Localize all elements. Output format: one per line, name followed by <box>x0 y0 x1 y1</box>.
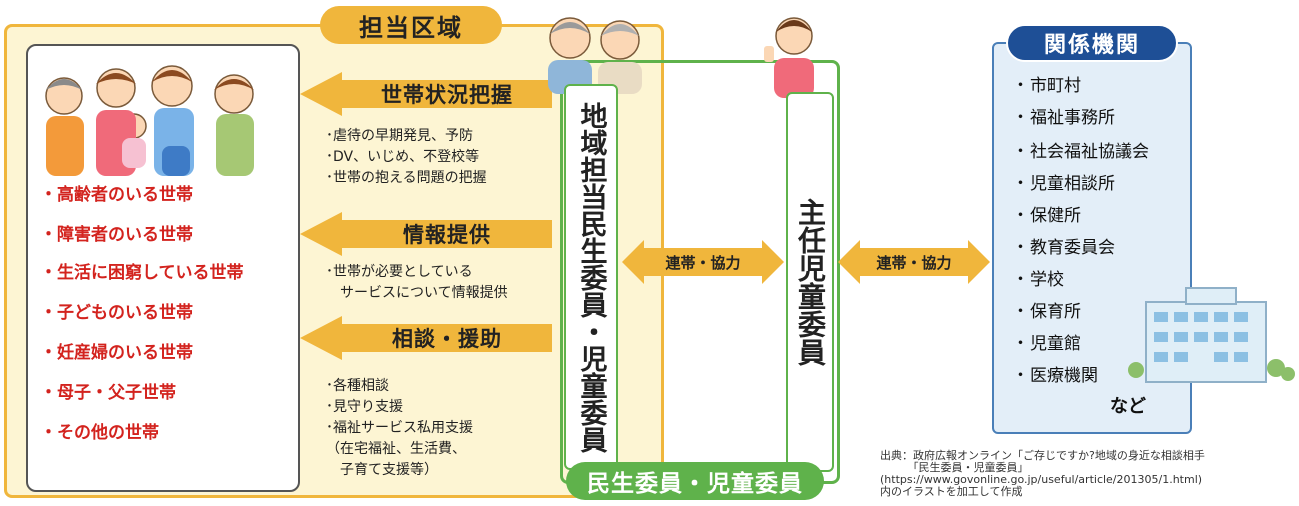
activity-label: 情報提供 <box>403 223 491 247</box>
agency-item: ・児童館 <box>1012 330 1182 358</box>
detail-line: ･DV、いじめ、不登校等 <box>326 149 480 165</box>
bullet: ・ <box>1012 76 1029 96</box>
agency-name: 児童相談所 <box>1030 174 1115 194</box>
source-line: 内のイラストを加工して作成 <box>880 485 1023 498</box>
bullet: ・ <box>1012 334 1029 354</box>
agency-item: ・児童相談所 <box>1012 170 1182 198</box>
area-label: 担当区域 <box>320 6 502 44</box>
left-arrow-icon <box>300 72 552 116</box>
bullet: ・ <box>1012 108 1029 128</box>
cooperation-label: 連帯・協力 <box>665 253 741 272</box>
agency-name: 市町村 <box>1030 76 1081 96</box>
arrow-situation: 世帯状況把握 <box>300 72 552 116</box>
household-item: ・その他の世帯 <box>40 423 159 443</box>
bullet: ・ <box>1012 366 1029 386</box>
agency-name: 児童館 <box>1030 334 1081 354</box>
source-line: 「民生委員・児童委員」 <box>880 461 1029 474</box>
agency-item: ・学校 <box>1012 266 1182 294</box>
household-item: ・高齢者のいる世帯 <box>40 185 193 205</box>
agency-item: ・福祉事務所 <box>1012 104 1182 132</box>
local-commissioner-label: 地域担当民生委員・児童委員 <box>575 101 607 453</box>
household-item: ・妊産婦のいる世帯 <box>40 343 193 363</box>
elderly-volunteers-illustration <box>548 17 642 94</box>
household-item: ・子どものいる世帯 <box>40 303 193 323</box>
agency-name: 保育所 <box>1030 302 1081 322</box>
bullet: ・ <box>1012 270 1029 290</box>
bullet: ・ <box>1012 142 1029 162</box>
left-arrow-icon <box>300 212 552 256</box>
cooperation-label: 連帯・協力 <box>876 253 952 272</box>
double-arrow-icon <box>622 240 784 284</box>
agency-name: 教育委員会 <box>1030 238 1115 258</box>
activity-details: ･世帯が必要としている サービスについて情報提供 <box>326 262 508 304</box>
agency-item: ・保育所 <box>1012 298 1182 326</box>
detail-line: ･世帯の抱える問題の把握 <box>326 170 487 186</box>
agency-name: 学校 <box>1030 270 1064 290</box>
left-arrow-icon <box>300 316 552 360</box>
agencies-etc: など <box>1110 396 1146 417</box>
detail-line: （在宅福祉、生活費、 <box>326 441 466 457</box>
detail-line: ･福祉サービス私用支援 <box>326 420 473 436</box>
family-illustration <box>45 65 254 176</box>
agency-name: 福祉事務所 <box>1030 108 1115 128</box>
detail-line: 子育て支援等） <box>326 462 438 478</box>
household-item: ・生活に困窮している世帯 <box>40 263 244 283</box>
building-illustration <box>1128 287 1295 383</box>
committee-label: 民生委員・児童委員 <box>566 462 824 500</box>
activity-label: 世帯状況把握 <box>381 83 513 107</box>
cooperation-arrow-right: 連帯・協力 <box>838 240 990 284</box>
detail-line: ･各種相談 <box>326 378 389 394</box>
household-item: ・母子・父子世帯 <box>40 383 176 403</box>
cooperation-arrow-left: 連帯・協力 <box>622 240 784 284</box>
agency-name: 医療機関 <box>1030 366 1098 386</box>
local-commissioner-column: 地域担当民生委員・児童委員 <box>564 84 618 470</box>
bullet: ・ <box>1012 174 1029 194</box>
detail-line: ･虐待の早期発見、予防 <box>326 128 473 144</box>
arrow-consultation: 相談・援助 <box>300 316 552 360</box>
chief-commissioner-column: 主任児童委員 <box>786 92 834 472</box>
activity-details: ･虐待の早期発見、予防 ･DV、いじめ、不登校等 ･世帯の抱える問題の把握 <box>326 126 487 189</box>
detail-line: ･世帯が必要としている <box>326 264 473 280</box>
source-line: 出典：政府広報オンライン「ご存じですか?地域の身近な相談相手 <box>880 449 1205 462</box>
agency-item: ・保健所 <box>1012 202 1182 230</box>
chief-volunteer-illustration <box>764 17 814 98</box>
activity-details: ･各種相談 ･見守り支援 ･福祉サービス私用支援 （在宅福祉、生活費、 子育て支… <box>326 376 473 481</box>
agency-item: ・市町村 <box>1012 72 1182 100</box>
source-note: 出典：政府広報オンライン「ご存じですか?地域の身近な相談相手 「民生委員・児童委… <box>880 450 1294 498</box>
activity-label: 相談・援助 <box>392 327 502 351</box>
household-item: ・障害者のいる世帯 <box>40 225 193 245</box>
detail-line: ･見守り支援 <box>326 399 403 415</box>
source-line: (https://www.govonline.go.jp/useful/arti… <box>880 473 1203 486</box>
agency-name: 保健所 <box>1030 206 1081 226</box>
detail-line: サービスについて情報提供 <box>326 285 508 301</box>
chief-commissioner-label: 主任児童委員 <box>794 198 827 366</box>
agency-item: ・医療機関 <box>1012 362 1182 390</box>
double-arrow-icon <box>838 240 990 284</box>
agency-name: 社会福祉協議会 <box>1030 142 1149 162</box>
arrow-information: 情報提供 <box>300 212 552 256</box>
bullet: ・ <box>1012 206 1029 226</box>
agencies-label: 関係機関 <box>1006 24 1178 62</box>
agency-item: ・社会福祉協議会 <box>1012 138 1182 166</box>
agency-item: ・教育委員会 <box>1012 234 1182 262</box>
bullet: ・ <box>1012 238 1029 258</box>
bullet: ・ <box>1012 302 1029 322</box>
